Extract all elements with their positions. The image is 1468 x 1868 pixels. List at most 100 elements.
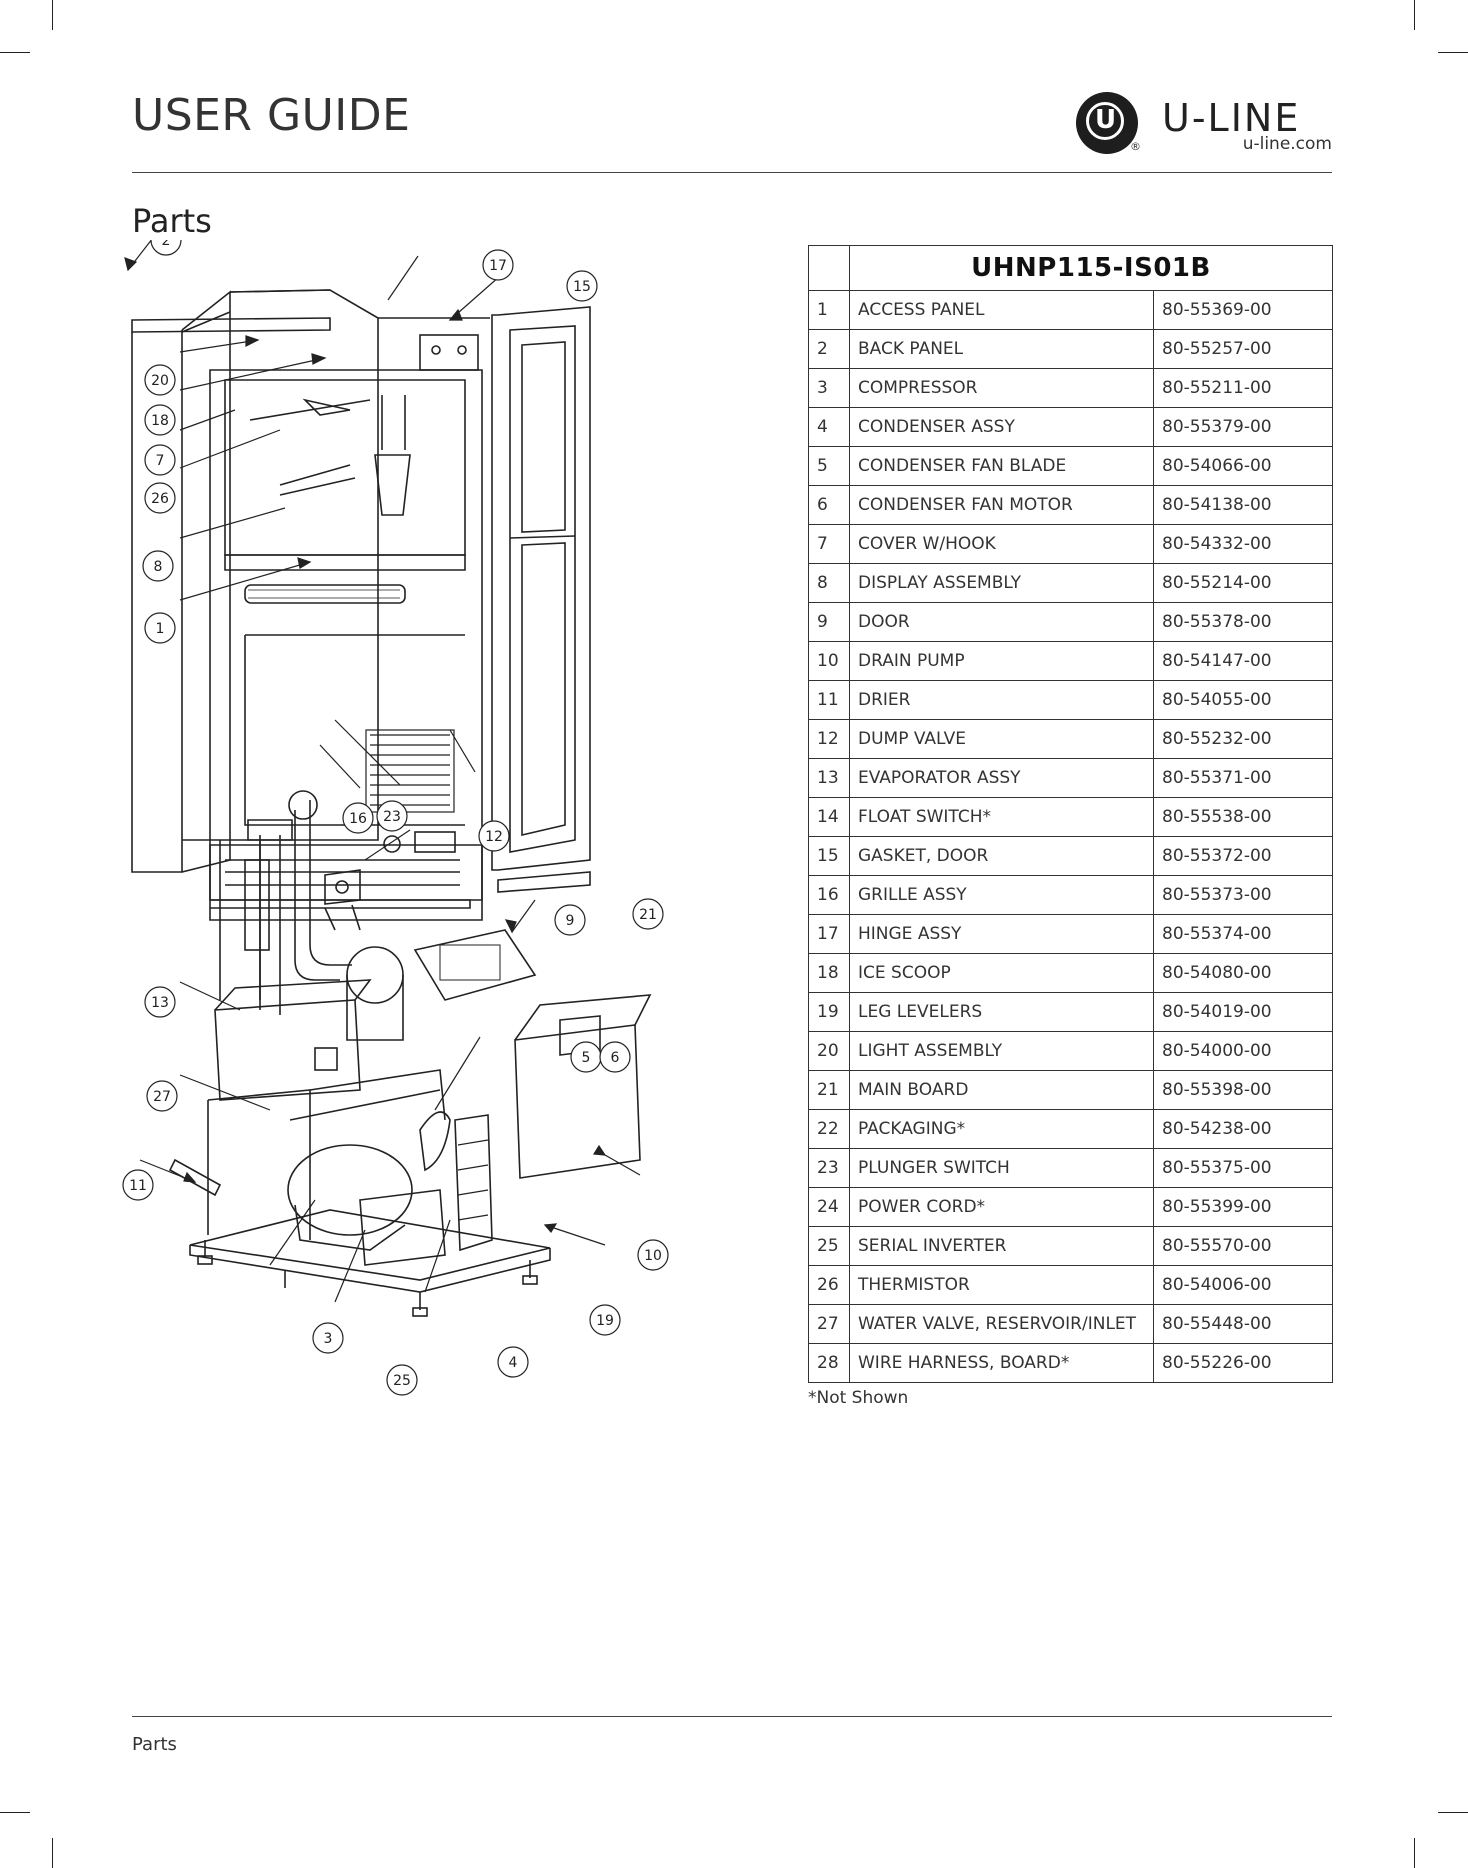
- part-number: 80-55448-00: [1153, 1304, 1333, 1344]
- part-number-index: 5: [808, 446, 850, 486]
- part-name: PACKAGING*: [849, 1109, 1154, 1149]
- brand-name: U-LINE: [1162, 96, 1301, 140]
- callout-label: 6: [611, 1050, 620, 1066]
- part-name: CONDENSER ASSY: [849, 407, 1154, 447]
- callout-label: 11: [129, 1178, 147, 1194]
- part-number: 80-55226-00: [1153, 1343, 1333, 1383]
- callout-label: 20: [151, 373, 169, 389]
- diagram-callout: 7: [144, 444, 176, 476]
- part-name: GRILLE ASSY: [849, 875, 1154, 915]
- part-name: BACK PANEL: [849, 329, 1154, 369]
- part-number-index: 25: [808, 1226, 850, 1266]
- part-name: DISPLAY ASSEMBLY: [849, 563, 1154, 603]
- diagram-callout: 10: [637, 1239, 669, 1271]
- callout-label: 4: [509, 1355, 518, 1371]
- part-name: DRIER: [849, 680, 1154, 720]
- part-name: HINGE ASSY: [849, 914, 1154, 954]
- diagram-callout: 5: [570, 1041, 602, 1073]
- diagram-callout: 19: [589, 1304, 621, 1336]
- part-number: 80-55399-00: [1153, 1187, 1333, 1227]
- part-number: 80-55369-00: [1153, 290, 1333, 330]
- callout-label: 12: [485, 829, 503, 845]
- callout-label: 9: [566, 913, 575, 929]
- diagram-callout: 6: [599, 1041, 631, 1073]
- part-name: CONDENSER FAN MOTOR: [849, 485, 1154, 525]
- callout-label: 21: [639, 907, 657, 923]
- diagram-callout: 27: [146, 1080, 178, 1112]
- callout-label: 5: [582, 1050, 591, 1066]
- table-header-index: [808, 245, 850, 291]
- part-number: 80-55372-00: [1153, 836, 1333, 876]
- diagram-callout: 17: [482, 249, 514, 281]
- part-number: 80-54147-00: [1153, 641, 1333, 681]
- callout-label: 17: [489, 258, 507, 274]
- footer-divider: [132, 1716, 1332, 1717]
- part-number-index: 11: [808, 680, 850, 720]
- footer-section-label: Parts: [132, 1734, 177, 1755]
- callout-label: 16: [349, 811, 367, 827]
- callout-label: 8: [154, 559, 163, 575]
- diagram-callout: 26: [144, 482, 176, 514]
- part-number-index: 21: [808, 1070, 850, 1110]
- callout-label: 7: [156, 453, 165, 469]
- crop-mark: [0, 52, 30, 53]
- diagram-callout: 11: [122, 1169, 154, 1201]
- diagram-callout: 18: [144, 404, 176, 436]
- part-name: FLOAT SWITCH*: [849, 797, 1154, 837]
- part-number-index: 26: [808, 1265, 850, 1305]
- callout-label: 1: [156, 621, 165, 637]
- part-number-index: 13: [808, 758, 850, 798]
- part-number: 80-54000-00: [1153, 1031, 1333, 1071]
- part-name: DUMP VALVE: [849, 719, 1154, 759]
- part-name: COMPRESSOR: [849, 368, 1154, 408]
- registered-mark: ®: [1130, 140, 1141, 153]
- callout-label: 25: [393, 1373, 411, 1389]
- callout-label: 15: [573, 279, 591, 295]
- crop-mark: [1414, 0, 1415, 30]
- diagram-callout: 15: [566, 270, 598, 302]
- part-number: 80-54019-00: [1153, 992, 1333, 1032]
- crop-mark: [1438, 1812, 1468, 1813]
- part-number-index: 1: [808, 290, 850, 330]
- callout-label: 26: [151, 491, 169, 507]
- diagram-callout: 12: [478, 820, 510, 852]
- brand-logo: U ® U-LINE u-line.com: [1076, 92, 1336, 158]
- callout-label: 19: [596, 1313, 614, 1329]
- crop-mark: [52, 0, 53, 30]
- callout-label: 13: [151, 995, 169, 1011]
- part-name: SERIAL INVERTER: [849, 1226, 1154, 1266]
- part-number-index: 12: [808, 719, 850, 759]
- part-number-index: 2: [808, 329, 850, 369]
- part-name: ACCESS PANEL: [849, 290, 1154, 330]
- diagram-callout: 20: [144, 364, 176, 396]
- crop-mark: [0, 1812, 30, 1813]
- part-number-index: 16: [808, 875, 850, 915]
- part-name: LEG LEVELERS: [849, 992, 1154, 1032]
- part-name: DRAIN PUMP: [849, 641, 1154, 681]
- part-number-index: 23: [808, 1148, 850, 1188]
- part-number-index: 19: [808, 992, 850, 1032]
- part-name: LIGHT ASSEMBLY: [849, 1031, 1154, 1071]
- crop-mark: [52, 1838, 53, 1868]
- part-number: 80-54080-00: [1153, 953, 1333, 993]
- callout-label: 2: [162, 240, 171, 249]
- diagram-callout: 9: [554, 904, 586, 936]
- part-name: POWER CORD*: [849, 1187, 1154, 1227]
- part-number: 80-55398-00: [1153, 1070, 1333, 1110]
- part-name: GASKET, DOOR: [849, 836, 1154, 876]
- part-number-index: 28: [808, 1343, 850, 1383]
- callout-label: 27: [153, 1089, 171, 1105]
- page-title: USER GUIDE: [132, 90, 411, 141]
